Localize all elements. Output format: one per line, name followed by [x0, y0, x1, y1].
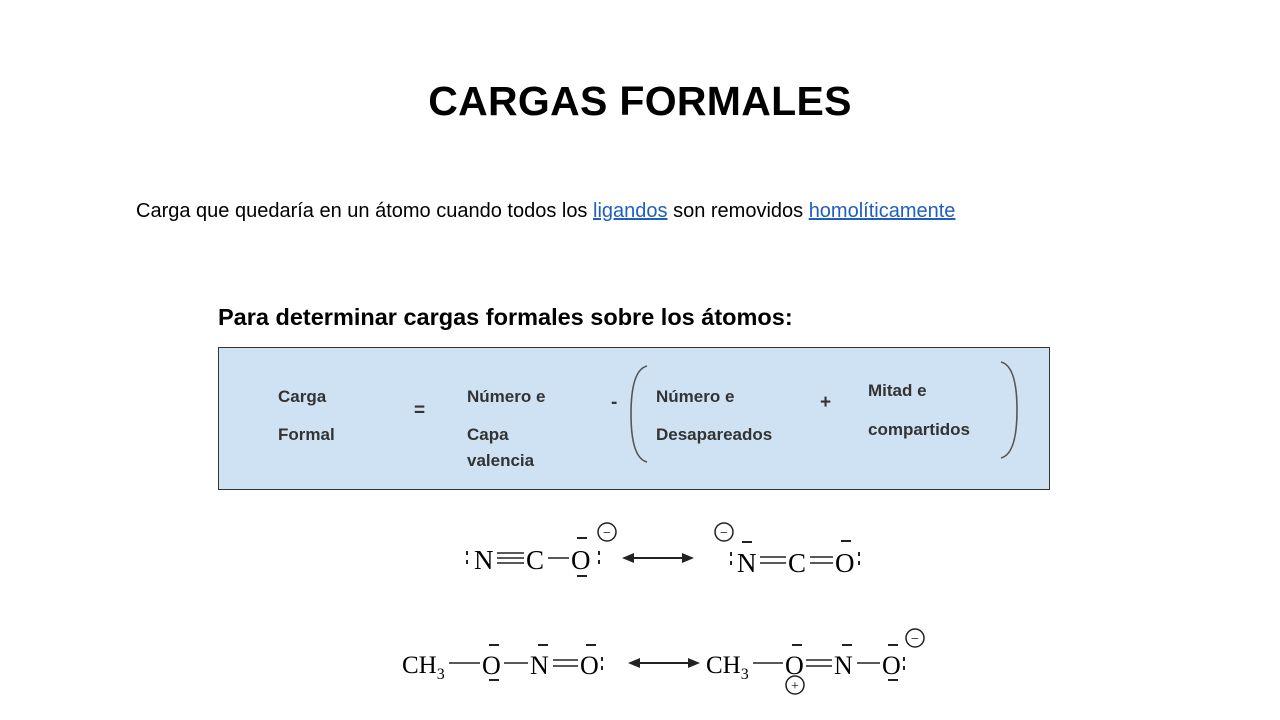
atom-n: N — [737, 548, 757, 578]
charge-label: − — [720, 526, 728, 541]
atom-c: C — [526, 545, 544, 575]
term-desapareados: Desapareados — [656, 425, 773, 444]
ligandos-link[interactable]: ligandos — [593, 200, 668, 222]
definition-part2: son removidos — [667, 200, 809, 222]
homoliticamente-link[interactable]: homolíticamente — [808, 200, 956, 222]
atom-n: N — [530, 651, 549, 680]
term-carga: Carga — [278, 387, 327, 406]
minus-sign: - — [611, 392, 618, 413]
atom-o: O — [835, 548, 855, 578]
atom-n: N — [834, 651, 853, 680]
group-ch3: CH3 — [706, 652, 749, 683]
negative-charge-icon — [714, 522, 734, 542]
section-subtitle: Para determinar cargas formales sobre lo… — [218, 304, 793, 330]
positive-charge-icon — [785, 675, 805, 695]
term-mitad: Mitad e — [868, 381, 927, 400]
definition-text: Carga que quedaría en un átomo cuando to… — [136, 200, 955, 223]
term-numero-valencia: Número e — [467, 387, 546, 406]
term-numero-desapareados: Número e — [656, 387, 735, 406]
atom-o: O — [571, 545, 591, 575]
term-formal: Formal — [278, 425, 335, 444]
atom-o: O — [482, 651, 501, 680]
atom-c: C — [788, 548, 806, 578]
definition-part1: Carga que quedaría en un átomo cuando to… — [136, 200, 593, 222]
slide-title: CARGAS FORMALES — [428, 78, 852, 124]
charge-label: + — [791, 679, 799, 694]
term-capa: Capa — [467, 425, 509, 444]
negative-charge-icon — [905, 628, 925, 648]
equals-sign: = — [414, 400, 426, 421]
charge-label: − — [603, 526, 611, 541]
methyl-nitrite-structure-right: CH3 O + N O − — [706, 628, 925, 695]
resonance-arrow-icon — [628, 658, 700, 668]
right-parenthesis — [1000, 361, 1018, 459]
cyanate-structure-left: N C O − — [466, 522, 617, 577]
resonance-arrow-icon — [622, 553, 694, 563]
term-compartidos: compartidos — [868, 420, 971, 439]
left-parenthesis — [630, 365, 648, 463]
plus-sign: + — [820, 392, 832, 413]
charge-label: − — [911, 632, 919, 647]
formal-charge-formula-box: Carga Formal = Número e Capa valencia - … — [218, 347, 1050, 490]
methyl-nitrite-structure-left: CH3 O N O — [402, 644, 603, 683]
group-ch3: CH3 — [402, 652, 445, 683]
cyanate-structure-right: − N C O — [714, 522, 860, 578]
atom-o: O — [882, 651, 901, 680]
atom-n: N — [474, 545, 494, 575]
atom-o: O — [580, 651, 599, 680]
negative-charge-icon — [597, 522, 617, 542]
term-valencia: valencia — [467, 451, 535, 470]
atom-o: O — [785, 651, 804, 680]
